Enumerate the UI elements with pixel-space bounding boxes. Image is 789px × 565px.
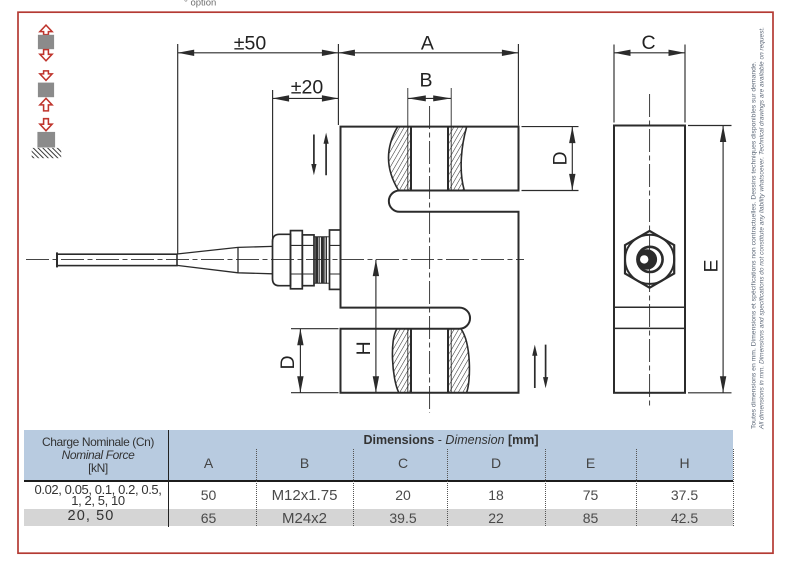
svg-text:° option: ° option [184,0,216,9]
svg-text:Toutes dimensions en mm. Dimen: Toutes dimensions en mm. Dimensions et s… [751,61,758,429]
svg-text:D: D [550,151,572,165]
svg-text:±50: ±50 [234,32,267,54]
svg-text:C: C [642,32,656,54]
svg-text:All dimensions in mm. Dimensio: All dimensions in mm. Dimensions and spe… [759,27,766,430]
svg-text:A: A [421,32,434,54]
svg-text:B: B [419,70,432,92]
svg-text:D: D [277,355,299,369]
svg-text:H: H [353,341,375,355]
svg-text:E: E [701,259,723,272]
svg-text:±20: ±20 [291,77,324,99]
